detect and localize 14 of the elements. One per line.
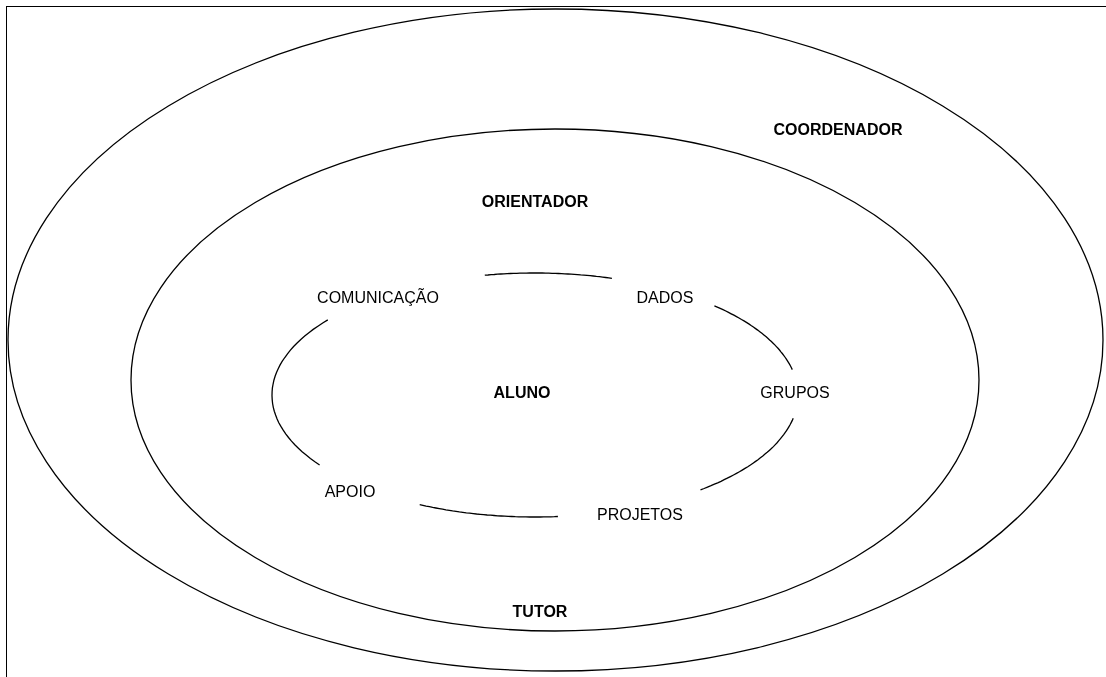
ring-arc: [699, 417, 794, 491]
center-label: ALUNO: [493, 383, 551, 403]
region-label: COORDENADOR: [773, 120, 903, 140]
ring-arc: [271, 319, 329, 466]
ring-arc: [419, 504, 559, 518]
ring-label: GRUPOS: [756, 381, 834, 405]
region-label: ORIENTADOR: [481, 192, 589, 212]
ring-arc: [484, 272, 613, 279]
region-label: TUTOR: [512, 602, 568, 622]
ring-arc: [713, 305, 793, 371]
ring-label: APOIO: [320, 480, 380, 504]
ring-label: PROJETOS: [593, 503, 687, 527]
ring-label: DADOS: [632, 286, 698, 310]
ring-label: COMUNICAÇÃO: [313, 286, 443, 310]
